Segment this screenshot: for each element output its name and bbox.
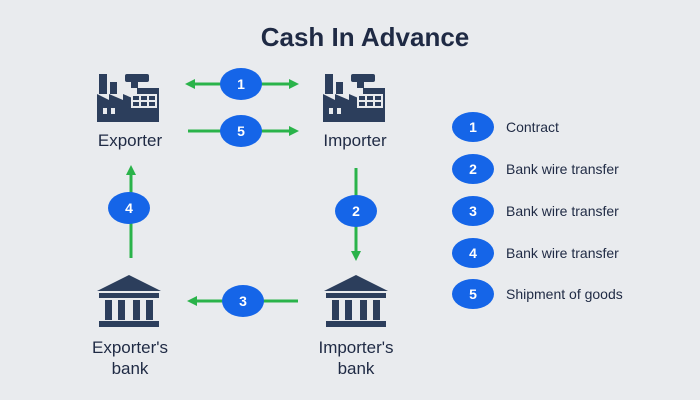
legend-item: 1 Contract [452,112,692,144]
legend-text: Bank wire transfer [506,161,619,177]
exporter-bank-label: Exporter's bank [74,337,186,379]
svg-text:3: 3 [239,293,247,309]
legend-text: Contract [506,119,559,135]
importer-bank-icon [324,275,388,327]
importer-bank-label-line1: Importer's [318,338,394,357]
exporter-bank-icon [97,275,161,327]
diagram-title: Cash In Advance [260,22,470,52]
legend-badge: 2 [452,154,494,184]
legend-text: Bank wire transfer [506,245,619,261]
step-badge-5: 5 [220,115,262,147]
svg-text:1: 1 [237,76,245,92]
legend-text: Bank wire transfer [506,203,619,219]
legend-item: 3 Bank wire transfer [452,196,692,228]
importer-factory-icon [323,74,385,122]
exporter-bank-label-line1: Exporter's [92,338,168,357]
importer-bank-label-line2: bank [337,359,375,378]
legend-badge: 4 [452,238,494,268]
legend-badge: 3 [452,196,494,226]
legend-badge: 5 [452,279,494,309]
svg-text:2: 2 [352,203,360,219]
importer-bank-label: Importer's bank [300,337,412,379]
exporter-label: Exporter [97,131,163,150]
svg-text:4: 4 [125,200,133,216]
svg-text:5: 5 [237,123,245,139]
legend-badge: 1 [452,112,494,142]
exporter-factory-icon [97,74,159,122]
legend-text: Shipment of goods [506,286,623,302]
legend-item: 5 Shipment of goods [452,279,692,311]
step-badge-2: 2 [335,195,377,227]
step-badge-1: 1 [220,68,262,100]
legend-item: 2 Bank wire transfer [452,154,692,186]
legend-item: 4 Bank wire transfer [452,238,692,270]
step-badge-4: 4 [108,192,150,224]
step-badge-3: 3 [222,285,264,317]
exporter-bank-label-line2: bank [111,359,149,378]
importer-label: Importer [323,131,387,150]
